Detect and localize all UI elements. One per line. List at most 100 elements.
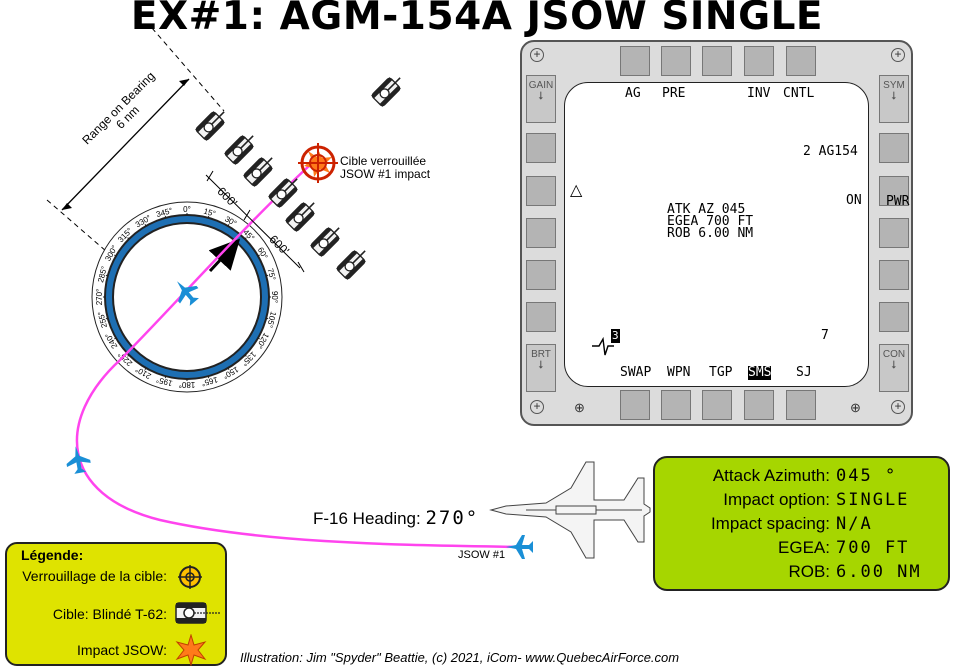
osb-bottom-3[interactable]	[702, 390, 732, 420]
legend-label: Impact JSOW:	[77, 642, 167, 658]
compass-tick	[144, 367, 147, 370]
tank	[194, 105, 231, 142]
compass-tick	[227, 224, 230, 227]
compass-tick	[227, 367, 230, 370]
osb-bottom-2[interactable]	[661, 390, 691, 420]
arrow-down-icon: ⭣	[891, 359, 897, 371]
compass-tick	[114, 254, 117, 257]
osb-left-5[interactable]	[526, 302, 556, 332]
mfd-display: + + + + ⊕ ⊕ GAIN ⭣ SYM ⭣ BRT ⭣ CON ⭣ AG …	[520, 40, 913, 426]
compass-tick	[114, 337, 117, 340]
heading-value: 270°	[425, 507, 480, 529]
osb-right-3[interactable]	[879, 218, 909, 248]
mfd-bottom-sms[interactable]: SMS	[748, 365, 772, 380]
heading-label-text: F-16 Heading:	[313, 509, 421, 528]
screw-icon: +	[530, 400, 544, 414]
info-row-impact-option: Impact option: SINGLE	[723, 490, 948, 510]
compass-tick-label: 255°	[96, 310, 109, 328]
compass-rose: 0°15°30°45°60°75°90°105°120°135°150°165°…	[91, 201, 283, 393]
info-label: Impact option:	[723, 490, 830, 509]
aircraft-icons	[66, 281, 533, 559]
tank	[242, 151, 279, 188]
compass-tick	[257, 337, 260, 340]
jsow-label: JSOW #1	[458, 549, 506, 561]
screw-dot-icon: ⊕	[850, 400, 861, 415]
info-value: N/A	[836, 514, 873, 534]
osb-right-1[interactable]	[879, 133, 909, 163]
osb-top-5[interactable]	[786, 46, 816, 76]
tank	[370, 71, 407, 108]
mfd-bottom-sj[interactable]: SJ	[796, 365, 812, 380]
bearing-arrow	[208, 238, 241, 273]
mfd-bottom-wpn[interactable]: WPN	[667, 365, 691, 380]
aircraft-icon	[177, 281, 199, 306]
compass-tick-label: 285°	[96, 265, 109, 283]
osb-right-2[interactable]	[879, 176, 909, 206]
legend-title: Légende:	[21, 547, 84, 563]
target-lock-icon	[178, 565, 202, 589]
compass-tick	[207, 376, 210, 379]
osb-bottom-1[interactable]	[620, 390, 650, 420]
mfd-bottom-tgp[interactable]: TGP	[709, 365, 733, 380]
screw-icon: +	[891, 48, 905, 62]
mfd-bottom-swap[interactable]: SWAP	[620, 365, 652, 380]
osb-right-4[interactable]	[879, 260, 909, 290]
osb-left-2[interactable]	[526, 176, 556, 206]
sym-rocker[interactable]: SYM ⭣	[879, 75, 909, 123]
info-value: 045 °	[836, 466, 898, 486]
tank	[223, 129, 260, 166]
legend-item-tank: Cible: Blindé T-62:	[53, 606, 167, 622]
legend-item-impact: Impact JSOW:	[77, 642, 167, 658]
tank	[335, 244, 372, 281]
osb-top-1[interactable]	[620, 46, 650, 76]
osb-top-2[interactable]	[661, 46, 691, 76]
mfd-top-inv[interactable]: INV	[747, 86, 771, 101]
compass-tick	[144, 224, 147, 227]
brt-rocker[interactable]: BRT ⭣	[526, 344, 556, 392]
brt-label: BRT	[531, 349, 551, 360]
target-lock-icon	[298, 143, 338, 183]
info-row-rob: ROB:6.00 NM	[788, 562, 948, 582]
legend-label: Verrouillage de la cible:	[22, 568, 167, 584]
compass-tick-label: 90°	[270, 291, 279, 303]
osb-left-3[interactable]	[526, 218, 556, 248]
compass-tick-label: 345°	[155, 206, 173, 219]
mfd-pwr[interactable]: PWR	[839, 181, 909, 223]
spacing-markers	[205, 170, 305, 273]
mfd-top-cntl[interactable]: CNTL	[783, 86, 815, 101]
osb-top-3[interactable]	[702, 46, 732, 76]
mfd-top-ag[interactable]: AG	[625, 86, 641, 101]
osb-right-5[interactable]	[879, 302, 909, 332]
info-row-egea: EGEA: 700 FT	[778, 538, 948, 558]
compass-tick	[257, 254, 260, 257]
info-label: ROB:	[788, 562, 830, 581]
triangle-icon: △	[570, 182, 583, 199]
con-rocker[interactable]: CON ⭣	[879, 344, 909, 392]
screw-icon: +	[891, 400, 905, 414]
impact-star-icon	[175, 634, 207, 666]
osb-bottom-5[interactable]	[786, 390, 816, 420]
mfd-weapon[interactable]: 2 AG154	[803, 144, 858, 159]
gain-rocker[interactable]: GAIN ⭣	[526, 75, 556, 123]
legend-item-lock: Verrouillage de la cible:	[22, 568, 167, 584]
target-label: Cible verrouillée JSOW #1 impact	[340, 155, 430, 181]
info-label: EGEA:	[778, 538, 830, 557]
osb-bottom-4[interactable]	[744, 390, 774, 420]
heading-label: F-16 Heading: 270°	[313, 507, 479, 529]
osb-left-1[interactable]	[526, 133, 556, 163]
attitude-symbol-icon	[591, 335, 615, 362]
compass-tick	[244, 354, 247, 357]
f16-planform	[489, 461, 651, 559]
mfd-pwr-line1: PWR	[885, 194, 910, 209]
osb-top-4[interactable]	[744, 46, 774, 76]
compass-tick	[207, 215, 210, 218]
mfd-box-num: 3	[611, 329, 620, 343]
target-label-line2: JSOW #1 impact	[340, 167, 431, 181]
info-value: SINGLE	[836, 490, 910, 510]
info-label: Impact spacing:	[710, 514, 830, 533]
osb-left-4[interactable]	[526, 260, 556, 290]
mfd-top-pre[interactable]: PRE	[662, 86, 686, 101]
compass-tick	[127, 237, 130, 240]
compass-tick	[164, 215, 167, 218]
